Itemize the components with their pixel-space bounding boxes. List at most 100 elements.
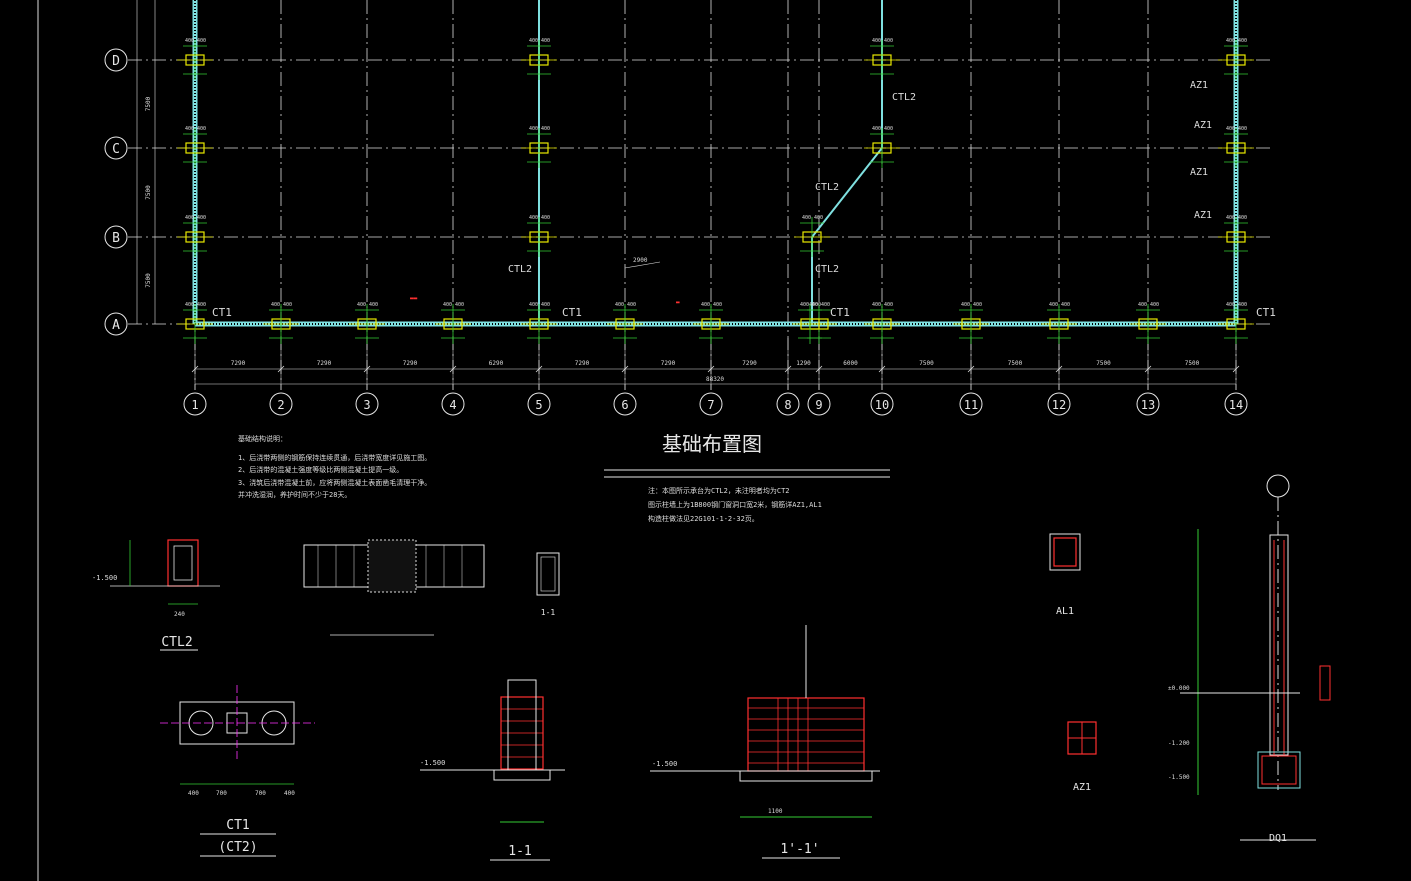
pile-cap-dim-text-l: 400 [701,302,710,308]
pile-cap-dim-text-l: 400 [809,302,818,308]
axis-label-col: 14 [1229,398,1243,412]
dq1-elev-0: ±0.000 [1168,685,1190,692]
axis-label-col: 10 [875,398,889,412]
sec11-elev: -1.500 [420,759,445,767]
pile-cap-dim-text-r: 400 [541,126,550,132]
axis-bubble-row [104,225,128,249]
drawing-title: 基础布置图 [662,432,762,456]
pile-cap-dim-text-r: 400 [1061,302,1070,308]
pile-cap-dim-text-l: 400 [185,215,194,221]
svg-text:图示柱墙上为1B800钢门窗洞口宽2米，钢筋详AZ1,AL1: 图示柱墙上为1B800钢门窗洞口宽2米，钢筋详AZ1,AL1 [648,500,822,509]
axis-label-col: 9 [815,398,822,412]
axis-bubble-col [183,392,207,416]
pile-cap-dim-text-l: 400 [961,302,970,308]
axis-bubble-row [104,312,128,336]
svg-text:注：本图所示承台为CTL2，未注明者均为CT2: 注：本图所示承台为CTL2，未注明者均为CT2 [648,486,790,495]
axis-bubble-col [269,392,293,416]
dim-tick [191,365,199,373]
span-dim: 7290 [403,360,418,367]
pile-cap-dim-text-r: 400 [814,215,823,221]
pile-cap-dim-text-r: 400 [1150,302,1159,308]
pile-cap-dim-text-l: 400 [185,38,194,44]
axis-label-row: D [112,54,120,69]
sec1p-dim-text: 1100 [768,808,783,815]
axis-bubble-col [613,392,637,416]
pile-cap-dim-text-r: 400 [1238,38,1247,44]
axis-bubble-row [104,48,128,72]
svg-text:基础结构说明：: 基础结构说明： [238,434,287,443]
pile-cap-dim-text-l: 400 [185,126,194,132]
az1-label: AZ1 [1194,210,1212,221]
ctl2-dim-w: 240 [174,611,185,618]
dim-tick [363,365,371,373]
ct1-label: CT1 [562,306,582,319]
dq1-caption: DQ1 [1269,833,1287,844]
postpour-band [367,539,417,593]
ct1-dim-text: 400 [284,790,295,797]
pile-cap-dim-text-l: 400 [271,302,280,308]
axis-bubble-col [699,392,723,416]
pile-cap-dim-text-r: 400 [197,38,206,44]
dq1-elev-1500: -1.500 [1168,774,1190,781]
axis-label-col: 7 [707,398,714,412]
sec1p-elev: -1.500 [652,760,677,768]
dim-tick [878,365,886,373]
svg-text:并冲洗湿润，养护时间不少于28天。: 并冲洗湿润，养护时间不少于28天。 [238,490,351,499]
ctl2-label: CTL2 [815,264,839,275]
dim-tick [449,365,457,373]
small-section [536,552,560,596]
ctl2-label: CTL2 [508,264,532,275]
axis-bubble-col [1224,392,1248,416]
pile-cap-dim-text-r: 400 [884,38,893,44]
pile-cap-dim-text-r: 400 [197,302,206,308]
axis-label-col: 12 [1052,398,1066,412]
post-pour-mark: ▬▬ [410,295,418,302]
axis-bubble-col [959,392,983,416]
pile-cap-dim-text-r: 400 [541,38,550,44]
ct1-label: CT1 [1256,306,1276,319]
section-1-1-caption: 1-1 [508,844,531,859]
ctl2-label: CTL2 [892,92,916,103]
dim-tick [1144,365,1152,373]
az1-label: AZ1 [1190,80,1208,91]
pile-cap-dim-text-r: 400 [197,215,206,221]
pile-cap-dim-text-r: 400 [455,302,464,308]
pile-cap-dim-text-l: 400 [1226,215,1235,221]
axis-label-col: 13 [1141,398,1155,412]
span-dim: 6000 [843,360,858,367]
pile-cap-dim-text-r: 400 [1238,215,1247,221]
sec11-cushion [493,769,551,781]
axis-label-col: 6 [621,398,628,412]
pile-cap-dim-text-r: 400 [973,302,982,308]
dim-tick [535,365,543,373]
axis-label-row: B [112,231,120,246]
axis-label-col: 5 [535,398,542,412]
pile-cap-dim-text-r: 400 [1238,126,1247,132]
dim-tick [815,365,823,373]
pile-cap-dim-text-r: 400 [821,302,830,308]
pile-cap-dim-text-l: 400 [872,38,881,44]
dim-tick [621,365,629,373]
pile-cap-dim-text-l: 400 [1226,126,1235,132]
dq1-side-mark [1319,665,1331,701]
pile-cap-dim-text-l: 400 [1226,38,1235,44]
pile-cap-dim-text-r: 400 [884,126,893,132]
dim-2900: 2900 [633,257,648,264]
al1-section [1053,537,1077,567]
small-section-caption: 1-1 [541,608,556,617]
ctl2-caption: CTL2 [161,635,192,650]
span-dim: 7290 [317,360,332,367]
dq1-axis-bubble [1266,474,1290,498]
dim-tick [1232,365,1240,373]
ct1-caption: CT1 [226,818,249,833]
small-section-inner [540,556,556,592]
dim-tick [707,365,715,373]
dim-tick [277,365,285,373]
ctl2-beam-diag [811,147,883,238]
span-dim: 7290 [575,360,590,367]
span-dim: 1290 [796,360,811,367]
span-dim: 7500 [1096,360,1111,367]
axis-label-col: 4 [449,398,456,412]
pile-cap-dim-text-l: 400 [1226,302,1235,308]
svg-text:构造柱做法见22G101-1-2-32页。: 构造柱做法见22G101-1-2-32页。 [648,514,759,523]
